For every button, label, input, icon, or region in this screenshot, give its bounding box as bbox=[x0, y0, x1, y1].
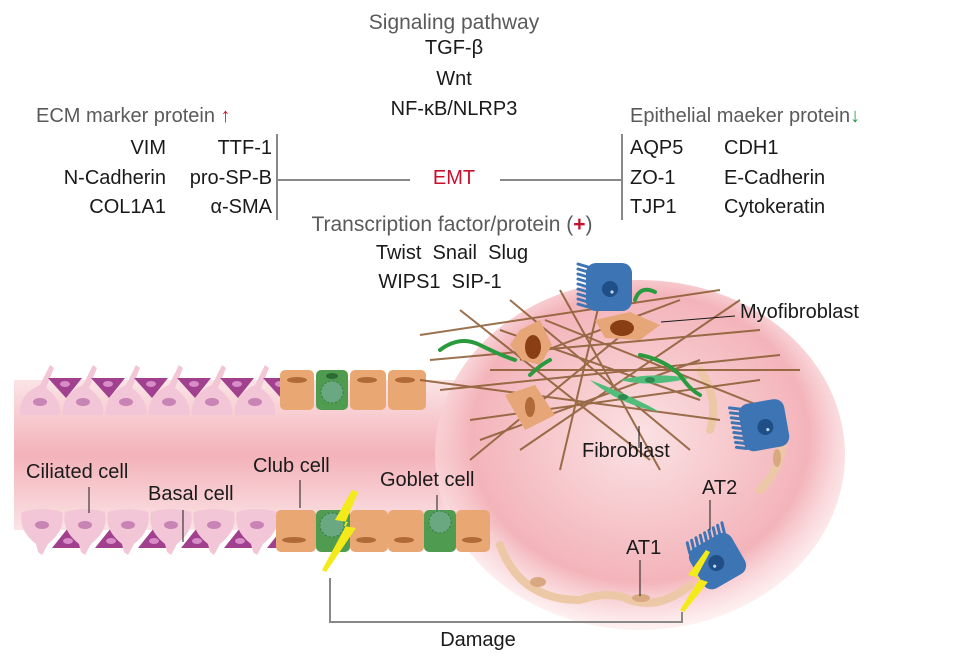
ciliated-cell bbox=[236, 509, 277, 555]
ecm-title-text: ECM marker protein bbox=[36, 105, 215, 127]
epi-col1-1: ZO-1 bbox=[630, 168, 676, 188]
epi-col2-0: CDH1 bbox=[724, 138, 778, 158]
label-ciliated-cell: Ciliated cell bbox=[26, 462, 128, 482]
ecm-title: ECM marker protein ↑ bbox=[36, 106, 231, 126]
epi-col2-2: Cytokeratin bbox=[724, 197, 825, 217]
label-myofibroblast: Myofibroblast bbox=[740, 302, 859, 322]
up-arrow-icon: ↑ bbox=[221, 105, 231, 127]
epi-col2-1: E-Cadherin bbox=[724, 168, 825, 188]
down-arrow-icon: ↓ bbox=[850, 105, 860, 127]
label-at2: AT2 bbox=[702, 478, 737, 498]
transcription-row2: WIPS1 SIP-1 bbox=[378, 272, 501, 292]
signaling-title: Signaling pathway bbox=[369, 12, 539, 33]
ecm-col2-2: α-SMA bbox=[210, 197, 272, 217]
label-club-cell: Club cell bbox=[253, 456, 330, 476]
emt-label: EMT bbox=[433, 168, 475, 188]
label-goblet-cell: Goblet cell bbox=[380, 470, 475, 490]
ecm-col1-1: N-Cadherin bbox=[64, 168, 166, 188]
ecm-col2-0: TTF-1 bbox=[218, 138, 272, 158]
ciliated-cell bbox=[107, 509, 148, 555]
epi-col1-2: TJP1 bbox=[630, 197, 677, 217]
ciliated-cell bbox=[150, 509, 191, 555]
plus-icon: + bbox=[573, 213, 585, 236]
epi-col1-0: AQP5 bbox=[630, 138, 683, 158]
signaling-item-nfkb: NF-κB/NLRP3 bbox=[391, 99, 518, 119]
ecm-col2-1: pro-SP-B bbox=[190, 168, 272, 188]
label-basal-cell: Basal cell bbox=[148, 484, 234, 504]
signaling-item-wnt: Wnt bbox=[436, 69, 472, 89]
ecm-col1-2: COL1A1 bbox=[89, 197, 166, 217]
label-damage: Damage bbox=[440, 630, 516, 650]
label-at1: AT1 bbox=[626, 538, 661, 558]
ciliated-cell bbox=[21, 509, 62, 555]
club-goblet-cells-top bbox=[280, 370, 426, 410]
ciliated-cell bbox=[193, 509, 234, 555]
signaling-item-tgfb: TGF-β bbox=[425, 38, 483, 58]
ciliated-cell bbox=[64, 509, 105, 555]
epithelial-title: Epithelial maeker protein↓ bbox=[630, 106, 860, 126]
label-fibroblast: Fibroblast bbox=[582, 441, 670, 461]
ecm-col1-0: VIM bbox=[130, 138, 166, 158]
epithelial-title-text: Epithelial maeker protein bbox=[630, 105, 850, 127]
transcription-title-close: ) bbox=[586, 213, 593, 236]
transcription-title: Transcription factor/protein (+) bbox=[311, 214, 592, 235]
transcription-row1: Twist Snail Slug bbox=[376, 243, 528, 263]
club-goblet-cells-bottom bbox=[276, 510, 490, 552]
transcription-title-text: Transcription factor/protein ( bbox=[311, 213, 573, 236]
